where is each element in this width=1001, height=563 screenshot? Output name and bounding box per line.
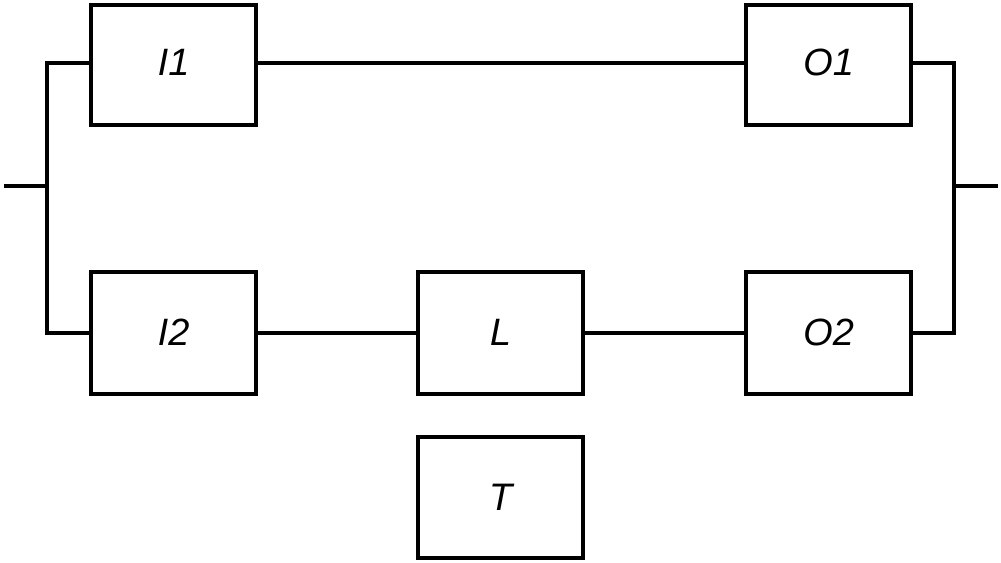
- block-i2-label: I2: [158, 312, 190, 354]
- block-o2-label: O2: [803, 312, 854, 354]
- block-o2-box: [744, 270, 913, 396]
- block-t-label: T: [489, 477, 515, 519]
- block-i1-label: I1: [158, 42, 190, 84]
- block-o1: O1: [744, 3, 913, 127]
- block-i1-box: [89, 3, 258, 127]
- block-o2: O2: [744, 270, 913, 396]
- block-l-label: L: [490, 312, 511, 354]
- block-i2: I2: [89, 270, 258, 396]
- block-o1-label: O1: [803, 42, 854, 84]
- block-t: T: [416, 435, 585, 560]
- block-i2-box: [89, 270, 258, 396]
- block-l-box: [416, 270, 585, 396]
- connection-wires: [4, 61, 998, 335]
- block-t-box: [416, 435, 585, 560]
- block-o1-box: [744, 3, 913, 127]
- block-l: L: [416, 270, 585, 396]
- block-i1: I1: [89, 3, 258, 127]
